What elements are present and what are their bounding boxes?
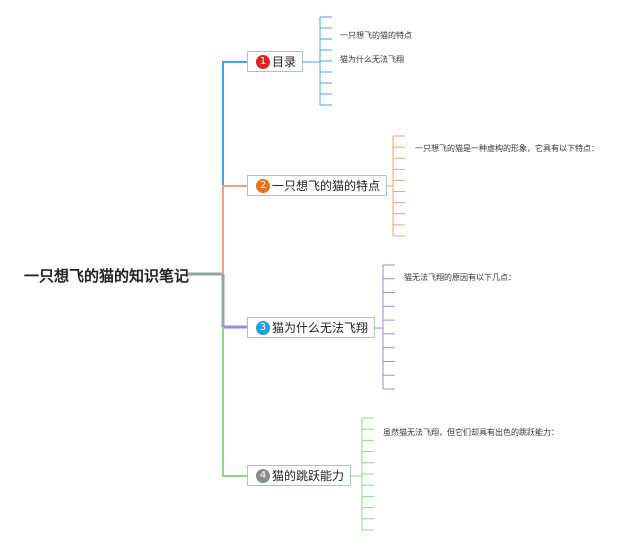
- branch-label: 猫的跳跃能力: [272, 469, 345, 483]
- leaf-topic[interactable]: 猫为什么无法飞翔: [340, 55, 404, 64]
- branch-label: 猫为什么无法飞翔: [272, 321, 369, 335]
- branch-1-toc[interactable]: 1 目录: [247, 51, 304, 72]
- number-badge: 2: [256, 178, 270, 193]
- leaf-topic[interactable]: 一只想飞的猫的特点: [340, 31, 412, 40]
- branch-label: 一只想飞的猫的特点: [272, 179, 381, 193]
- root-topic[interactable]: 一只想飞的猫的知识笔记: [24, 267, 190, 285]
- leaf-topic[interactable]: 虽然猫无法飞翔，但它们却具有出色的跳跃能力：: [383, 428, 559, 437]
- number-badge: 4: [256, 468, 270, 483]
- number-badge: 1: [256, 54, 270, 69]
- leaf-topic[interactable]: 一只想飞的猫是一种虚构的形象，它具有以下特点：: [415, 144, 599, 153]
- leaf-topic[interactable]: 猫无法飞翔的原因有以下几点：: [404, 273, 516, 282]
- number-badge: 3: [256, 320, 270, 335]
- branch-4-jumping[interactable]: 4 猫的跳跃能力: [247, 465, 352, 486]
- branch-label: 目录: [272, 55, 297, 69]
- branch-2-features[interactable]: 2 一只想飞的猫的特点: [247, 175, 388, 196]
- branch-3-why-cannot-fly[interactable]: 3 猫为什么无法飞翔: [247, 317, 376, 338]
